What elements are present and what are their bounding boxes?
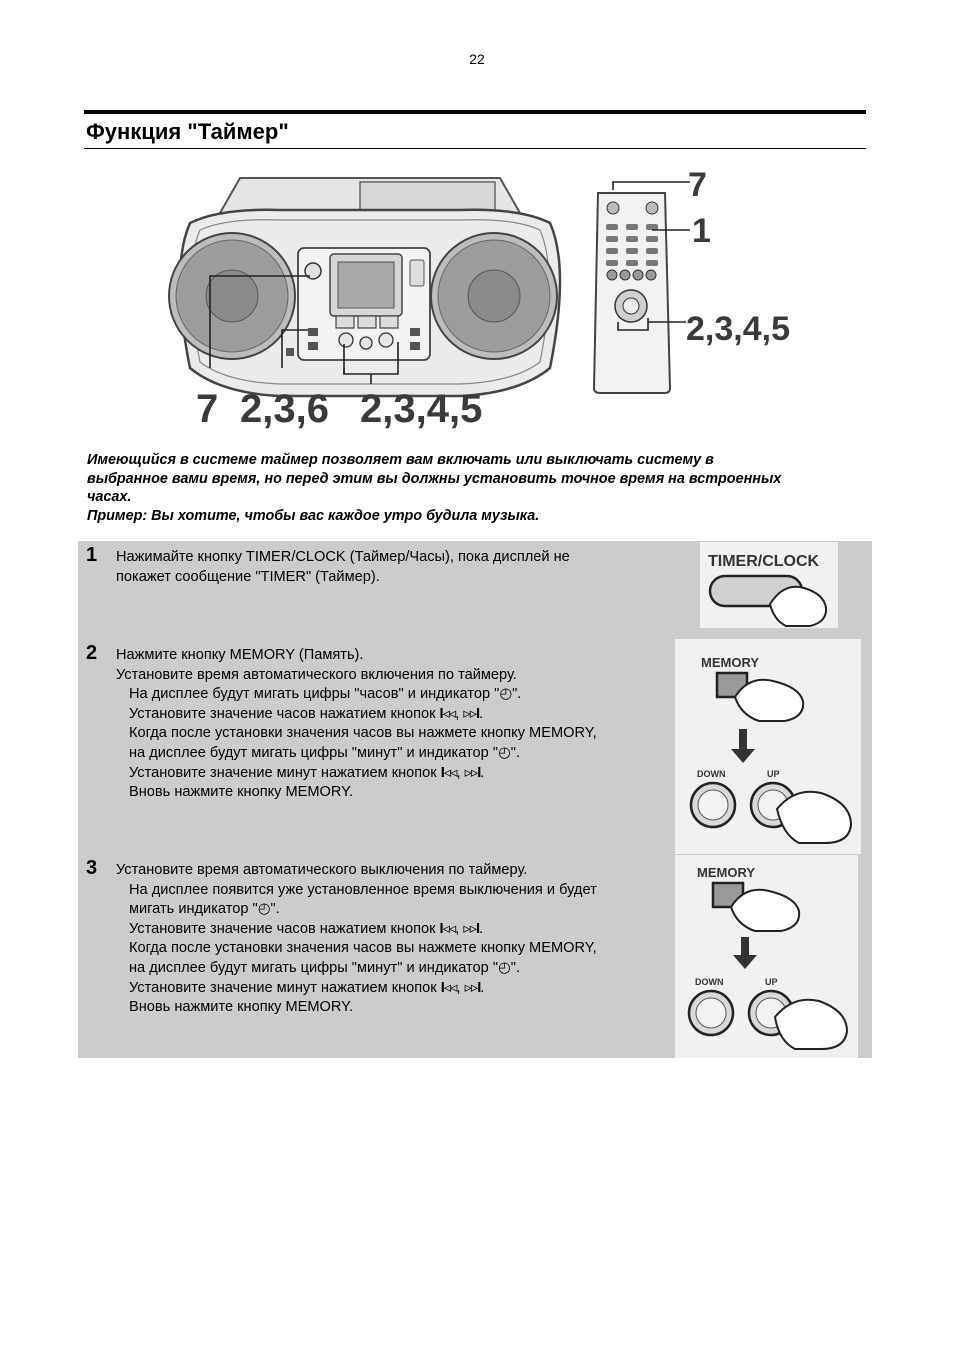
finger-icon [733, 678, 805, 722]
remote-callout-1: 1 [692, 212, 711, 250]
memory-label: MEMORY [701, 655, 759, 670]
volume-control [409, 259, 425, 287]
step-2-text: Нажмите кнопку MEMORY (Память). Установи… [116, 646, 676, 803]
next-button-icon: ▹▹I [464, 979, 482, 996]
step-2-number: 2 [86, 642, 98, 664]
next-button-icon: ▹▹I [463, 705, 480, 722]
arrow-down-icon [731, 729, 755, 763]
step-1-line-2: покажет сообщение "TIMER" (Таймер). [116, 568, 380, 585]
finger-icon [729, 888, 801, 932]
step-2-line-4: Установите значение часов нажатием кнопо… [129, 705, 484, 722]
step-2-line-2: Установите время автоматического включен… [116, 666, 517, 683]
up-label: UP [765, 977, 778, 987]
intro-example: Пример: Вы хотите, чтобы вас каждое утро… [87, 507, 540, 524]
intro-text: Имеющийся в системе таймер позволяет вам… [87, 451, 877, 525]
remote-callout-7: 7 [688, 168, 707, 204]
step-3-line-4: Установите значение часов нажатием кнопо… [129, 920, 484, 937]
remote-callout-2-3-4-5: 2,3,4,5 [686, 310, 790, 348]
down-label: DOWN [697, 769, 726, 779]
arrow-down-icon [733, 937, 757, 969]
lcd-display [337, 261, 395, 309]
timer-clock-label: TIMER/CLOCK [708, 553, 820, 570]
finger-icon [775, 790, 853, 844]
next-button-icon: ▹▹I [464, 764, 482, 781]
next-button-icon: ▹▹I [463, 920, 480, 937]
step-1-text: Нажимайте кнопку TIMER/CLOCK (Таймер/Час… [116, 548, 676, 587]
callout-2-3-4-5: 2,3,4,5 [360, 387, 482, 431]
intro-line-3: часах. [87, 489, 132, 506]
step-3-line-1: Установите время автоматического выключе… [116, 862, 528, 878]
step-1-line-1: Нажимайте кнопку TIMER/CLOCK (Таймер/Час… [116, 549, 570, 565]
title-rule-bottom [84, 148, 866, 149]
callout-7: 7 [196, 387, 218, 431]
step-3-text: Установите время автоматического выключе… [116, 861, 676, 1018]
down-label: DOWN [695, 977, 724, 987]
power-button [304, 262, 322, 280]
up-label: UP [767, 769, 780, 779]
step-2-line-5: Когда после установки значения часов вы … [129, 725, 597, 742]
prev-button-icon: I◃◃ [439, 920, 457, 937]
finger-icon [768, 585, 828, 627]
clock-indicator-icon: ◴ [257, 901, 271, 918]
page-number: 22 [469, 51, 485, 67]
step-3-illustration: MEMORY DOWN UP [675, 855, 858, 1058]
step-2-line-3: На дисплее будут мигать цифры "часов" и … [129, 686, 522, 703]
callout-2-3-6: 2,3,6 [240, 387, 329, 431]
step-3-line-5: Когда после установки значения часов вы … [129, 940, 597, 957]
step-2-line-8: Вновь нажмите кнопку MEMORY. [129, 784, 354, 801]
title-rule-top [84, 110, 866, 114]
step-3-line-3: мигать индикатор "◴". [129, 901, 280, 918]
stereo-and-remote-drawing: 7 2,3,6 2,3,4,5 [168, 166, 790, 431]
step-3-line-6: на дисплее будут мигать цифры "минут" и … [129, 959, 521, 976]
prev-button-icon: I◃◃ [439, 705, 457, 722]
step-1-illustration: TIMER/CLOCK [700, 542, 838, 628]
memory-label: MEMORY [697, 865, 755, 880]
step-3-number: 3 [86, 857, 98, 879]
clock-indicator-icon: ◴ [498, 744, 511, 761]
step-3-line-8: Вновь нажмите кнопку MEMORY. [129, 999, 354, 1016]
clock-indicator-icon: ◴ [499, 686, 513, 703]
remote-control [592, 192, 672, 394]
step-2-line-7: Установите значение минут нажатием кнопо… [129, 764, 485, 781]
intro-line-2: выбранное вами время, но перед этим вы д… [87, 470, 782, 487]
step-3-line-7: Установите значение минут нажатием кнопо… [129, 979, 485, 996]
cd-lid [359, 181, 496, 213]
prev-button-icon: I◃◃ [440, 979, 458, 996]
product-illustration: 7 2,3,6 2,3,4,5 [160, 166, 800, 438]
clock-indicator-icon: ◴ [498, 959, 511, 976]
step-2-illustration: MEMORY DOWN UP [675, 639, 861, 854]
finger-icon [773, 998, 849, 1050]
step-3-line-2: На дисплее появится уже установленное вр… [129, 881, 597, 898]
step-2-line-1: Нажмите кнопку MEMORY (Память). [116, 647, 364, 663]
prev-button-icon: I◃◃ [440, 764, 458, 781]
page-title: Функция "Таймер" [86, 119, 289, 144]
step-1-number: 1 [86, 544, 98, 566]
intro-line-1: Имеющийся в системе таймер позволяет вам… [87, 452, 714, 468]
step-2-line-6: на дисплее будут мигать цифры "минут" и … [129, 744, 521, 761]
